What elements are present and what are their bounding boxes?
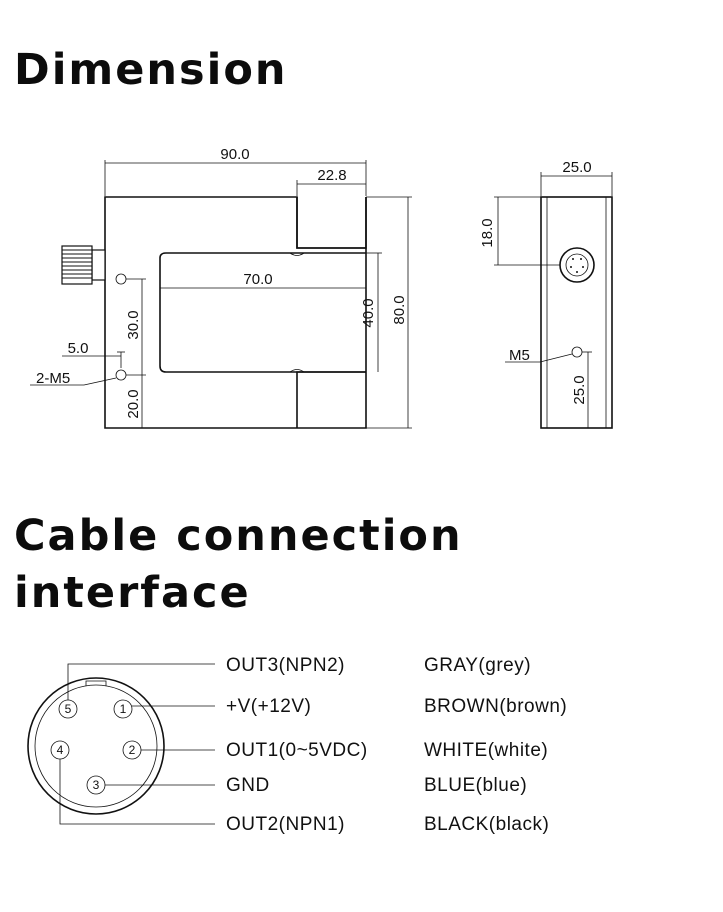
dim-22-8: 22.8 [317, 167, 346, 184]
pin-1-wire-color: BROWN(brown) [424, 696, 567, 717]
side-view: 25.0 18.0 25.0 M5 [479, 159, 613, 429]
label-2-m5: 2-M5 [36, 370, 70, 387]
slot-notch-bottom [289, 369, 305, 373]
dim-80: 80.0 [391, 295, 408, 324]
connector-inner-ring [34, 684, 158, 808]
pin-5-label: OUT3(NPN2) [226, 655, 345, 676]
pin-1-label: +V(+12V) [226, 696, 311, 717]
pin-3-wire-color: BLUE(blue) [424, 775, 527, 796]
front-hole-bottom [115, 369, 127, 381]
front-view: 90.0 22.8 70.0 40.0 80.0 30.0 20.0 5.0 [30, 146, 412, 429]
cable-heading-line1: Cable connection [14, 511, 463, 561]
pin-1-circle [113, 699, 133, 719]
dim-20: 20.0 [125, 389, 142, 418]
dimension-heading: Dimension [14, 45, 288, 95]
pin-1-number: 1 [120, 702, 127, 716]
connector-outer-ring [27, 677, 165, 815]
connector-pinout: 5 1 2 3 4 OUT3(NPN2) +V(+12V) OUT1(0~5VD… [27, 655, 567, 835]
dim-side-25-top: 25.0 [562, 159, 591, 176]
side-hole [571, 346, 583, 358]
slot-notch-top [289, 252, 305, 256]
pin-4-leader [59, 759, 215, 825]
cable-connection-heading: Cable connection interface [14, 508, 463, 622]
dim-18: 18.0 [479, 218, 496, 247]
front-connector [61, 245, 106, 285]
pin-4-label: OUT2(NPN1) [226, 814, 345, 835]
pin-5-leader [67, 663, 215, 700]
connector-key [85, 680, 107, 686]
dim-5: 5.0 [68, 340, 89, 357]
front-body-outline [104, 196, 367, 429]
front-slot-outline [159, 197, 367, 373]
pin-5-wire-color: GRAY(grey) [424, 655, 531, 676]
pin-3-number: 3 [93, 778, 100, 792]
dim-90: 90.0 [220, 146, 249, 163]
dim-30: 30.0 [125, 310, 142, 339]
side-connector [559, 247, 595, 283]
pin-2-label: OUT1(0~5VDC) [226, 740, 368, 761]
pin-4-number: 4 [57, 743, 64, 757]
cable-heading-line2: interface [14, 568, 251, 618]
front-hole-top [115, 273, 127, 285]
dim-40: 40.0 [360, 298, 377, 327]
pin-2-wire-color: WHITE(white) [424, 740, 548, 761]
pin-2-number: 2 [129, 743, 136, 757]
label-m5: M5 [509, 347, 530, 364]
side-body-outline [540, 196, 613, 429]
dim-70: 70.0 [243, 271, 272, 288]
pin-3-label: GND [226, 775, 270, 796]
pin-4-wire-color: BLACK(black) [424, 814, 549, 835]
pin-5-number: 5 [65, 702, 72, 716]
dim-side-25-vertical: 25.0 [571, 375, 588, 404]
